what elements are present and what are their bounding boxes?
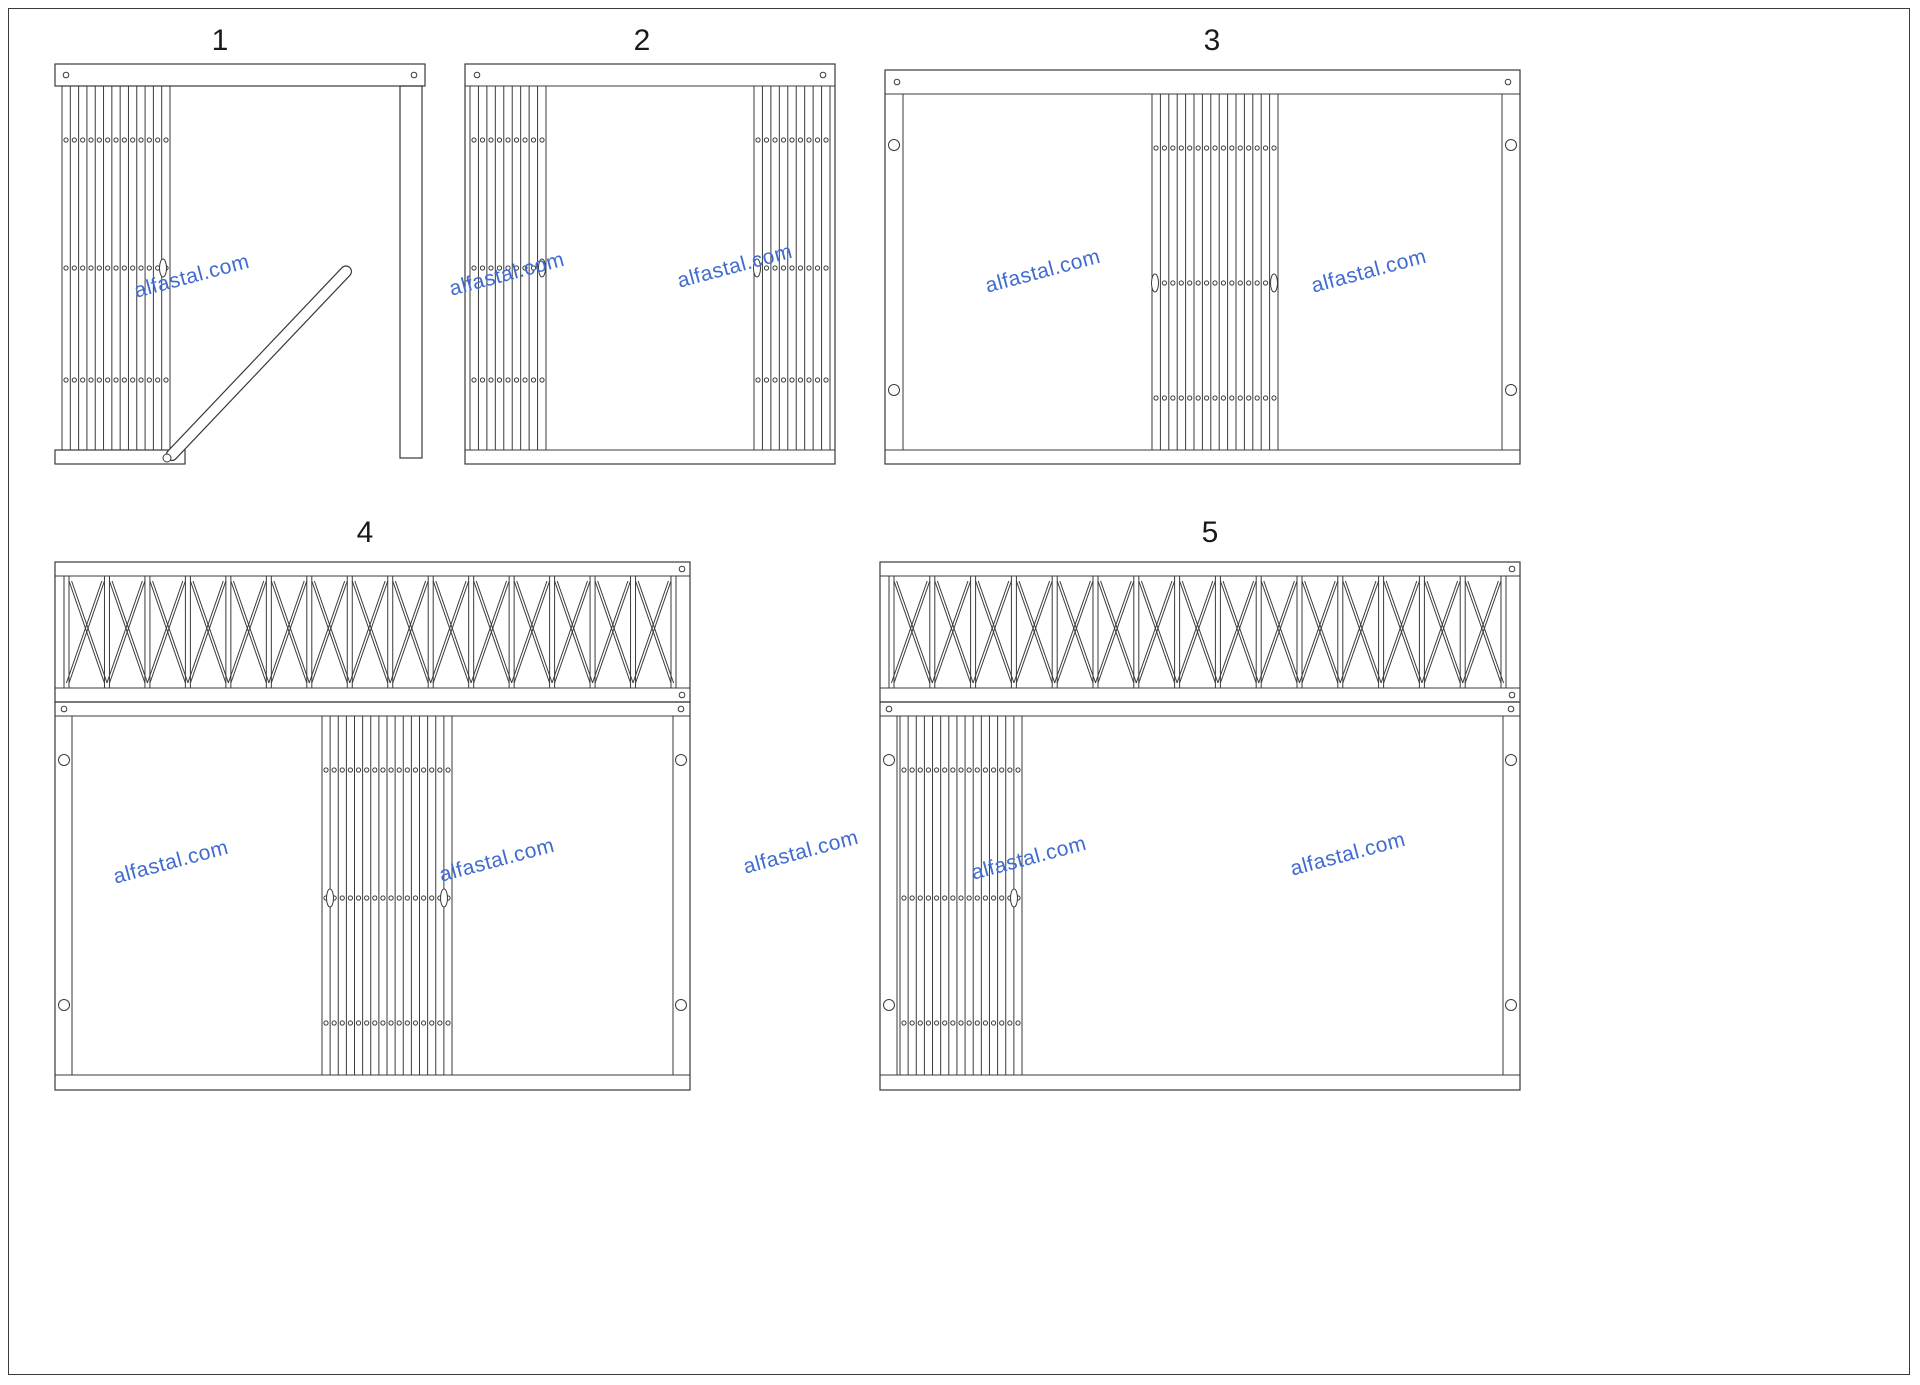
figure-2-label: 2 (633, 24, 651, 57)
figure-4-label: 4 (356, 516, 374, 549)
figure-1-gate-drawing (54, 63, 426, 465)
figure-1-label: 1 (211, 24, 229, 57)
figure-5-gate-drawing (879, 561, 1521, 1091)
figure-3-gate-drawing (884, 69, 1521, 465)
figure-4-gate-drawing (54, 561, 691, 1091)
page-border (8, 8, 1910, 1375)
figure-5-label: 5 (1201, 516, 1219, 549)
figure-3-label: 3 (1203, 24, 1221, 57)
figure-2-gate-drawing (464, 63, 836, 465)
